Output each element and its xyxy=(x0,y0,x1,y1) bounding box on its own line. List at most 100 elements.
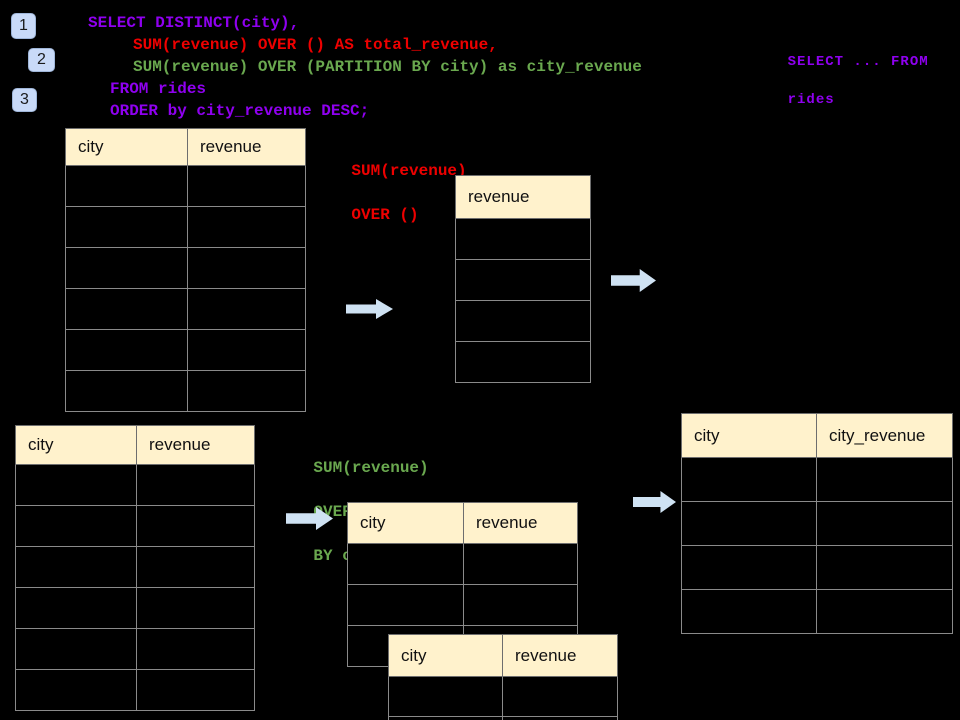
table-header-row: city revenue xyxy=(65,128,306,166)
table-empty-cell xyxy=(15,587,137,629)
table-empty-cell xyxy=(187,165,306,207)
table-header-cell: city_revenue xyxy=(816,413,953,458)
table-header-row: city revenue xyxy=(347,502,578,544)
table-row xyxy=(15,505,255,547)
table-header-cell: revenue xyxy=(136,425,255,465)
table-header-row: city revenue xyxy=(15,425,255,465)
sql-snippet-line-1: SELECT ... FROM xyxy=(787,54,929,70)
table-empty-cell xyxy=(136,546,255,588)
sql-line-sum-partition: SUM(revenue) OVER (PARTITION BY city) as… xyxy=(133,58,642,76)
table-empty-cell xyxy=(816,545,953,590)
table-header-row: city city_revenue xyxy=(681,413,953,458)
table-empty-cell xyxy=(681,545,817,590)
table-row xyxy=(455,259,591,301)
table-empty-cell xyxy=(65,206,188,248)
table-header-cell: city xyxy=(681,413,817,458)
table-row xyxy=(15,464,255,506)
table-empty-cell xyxy=(65,247,188,289)
table-empty-cell xyxy=(816,501,953,546)
table-empty-cell xyxy=(65,370,188,412)
table-empty-cell xyxy=(65,288,188,330)
sql-snippet-line-2: rides xyxy=(787,92,835,108)
label-total-line-2: OVER () xyxy=(351,206,419,224)
sql-snippet-from-rides: SELECT ... FROM rides xyxy=(750,34,929,129)
table-row xyxy=(15,669,255,711)
table-row xyxy=(15,587,255,629)
right-arrow-icon xyxy=(346,299,393,319)
table-empty-cell xyxy=(816,589,953,634)
table-empty-cell xyxy=(502,676,618,717)
table-row xyxy=(455,300,591,342)
table-header-cell: city xyxy=(65,128,188,166)
table-empty-cell xyxy=(455,341,591,383)
table-empty-cell xyxy=(15,546,137,588)
table-revenue-only: revenue xyxy=(455,175,591,383)
right-arrow-icon xyxy=(286,507,333,530)
table-source-top: city revenue xyxy=(65,128,306,412)
table-empty-cell xyxy=(463,543,578,585)
table-row xyxy=(388,716,618,720)
table-empty-cell xyxy=(388,716,503,720)
right-arrow-icon xyxy=(633,491,676,513)
table-empty-cell xyxy=(136,587,255,629)
table-empty-cell xyxy=(136,505,255,547)
table-header-cell: revenue xyxy=(502,634,618,677)
table-empty-cell xyxy=(187,370,306,412)
table-empty-cell xyxy=(347,584,464,626)
table-row xyxy=(65,370,306,412)
table-empty-cell xyxy=(455,259,591,301)
table-row xyxy=(681,589,953,634)
table-header-cell: revenue xyxy=(187,128,306,166)
table-empty-cell xyxy=(681,589,817,634)
table-empty-cell xyxy=(187,206,306,248)
table-empty-cell xyxy=(65,165,188,207)
table-row xyxy=(347,543,578,585)
label-partition-line-1: SUM(revenue) xyxy=(313,459,429,477)
table-row xyxy=(65,206,306,248)
table-empty-cell xyxy=(136,669,255,711)
table-empty-cell xyxy=(136,628,255,670)
sql-line-from: FROM rides xyxy=(110,80,207,98)
table-row xyxy=(65,247,306,289)
table-header-cell: city xyxy=(388,634,503,677)
step-badge-3: 3 xyxy=(12,88,37,112)
table-row xyxy=(15,546,255,588)
table-empty-cell xyxy=(455,218,591,260)
table-partition-overlap: city revenue xyxy=(388,634,618,720)
table-empty-cell xyxy=(463,584,578,626)
table-source-bottom: city revenue xyxy=(15,425,255,711)
step-badge-2: 2 xyxy=(28,48,55,72)
table-row xyxy=(681,545,953,590)
table-header-cell: revenue xyxy=(463,502,578,544)
table-row xyxy=(65,288,306,330)
table-row xyxy=(681,457,953,502)
right-arrow-icon xyxy=(611,269,656,292)
table-row xyxy=(455,218,591,260)
sql-line-sum-over-total: SUM(revenue) OVER () AS total_revenue, xyxy=(133,36,498,54)
table-empty-cell xyxy=(187,288,306,330)
table-empty-cell xyxy=(388,676,503,717)
table-empty-cell xyxy=(15,669,137,711)
label-sum-over-empty: SUM(revenue) OVER () xyxy=(313,138,466,248)
table-row xyxy=(15,628,255,670)
table-empty-cell xyxy=(502,716,618,720)
table-header-row: revenue xyxy=(455,175,591,219)
table-empty-cell xyxy=(347,543,464,585)
table-empty-cell xyxy=(816,457,953,502)
sql-line-order-by: ORDER by city_revenue DESC; xyxy=(110,102,370,120)
table-header-cell: city xyxy=(347,502,464,544)
table-empty-cell xyxy=(15,464,137,506)
step-badge-1: 1 xyxy=(11,13,36,39)
table-empty-cell xyxy=(187,329,306,371)
table-empty-cell xyxy=(15,505,137,547)
table-empty-cell xyxy=(136,464,255,506)
table-empty-cell xyxy=(15,628,137,670)
table-row xyxy=(65,329,306,371)
table-empty-cell xyxy=(187,247,306,289)
sql-line-select-distinct: SELECT DISTINCT(city), xyxy=(88,14,300,32)
table-row xyxy=(681,501,953,546)
table-header-row: city revenue xyxy=(388,634,618,677)
table-row xyxy=(455,341,591,383)
table-empty-cell xyxy=(681,457,817,502)
